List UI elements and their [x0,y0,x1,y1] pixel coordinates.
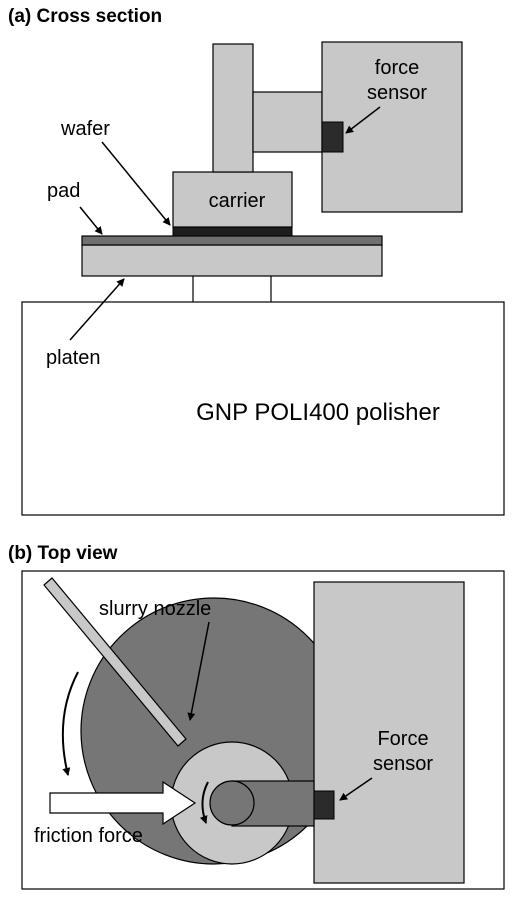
wafer-label: wafer [60,118,110,140]
carrier-hub [209,780,255,826]
friction-force-label: friction force [34,825,143,847]
wafer-arrow [101,141,171,226]
friction-force-arrow [49,780,197,826]
top-view-title: (b) Top view [8,543,118,564]
top-force-sensor-label-2: sensor [373,753,433,775]
force-sensor-top [313,790,335,820]
cross-section-title: (a) Cross section [8,6,162,27]
force-sensor-label-2: sensor [367,82,427,104]
sensor-housing-top [313,581,465,884]
pad-label: pad [47,180,80,202]
carrier-rotation-arrow [199,781,209,824]
pad [81,235,383,246]
platen-label: platen [46,347,101,369]
top-view-panel: (b) Top view slurry nozzle friction forc… [8,543,505,890]
force-sensor-label-1: force [375,57,419,79]
top-force-sensor-label-1: Force [377,728,428,750]
force-sensor [321,121,344,153]
polisher-label: GNP POLI400 polisher [196,399,440,426]
slurry-nozzle-label: slurry nozzle [99,598,211,620]
platen [81,244,383,277]
platen-rotation-arrow [61,671,79,776]
pad-arrow [79,206,103,235]
carrier-arm [252,91,323,153]
carrier-label: carrier [209,190,266,212]
cross-section-panel: (a) Cross section GNP POLI400 polisher c… [8,6,505,516]
slurry-nozzle-arrow [187,621,210,721]
polisher-base [21,301,505,516]
carrier-shaft [212,43,254,173]
top-force-sensor-arrow [339,777,373,801]
slurry-nozzle [43,577,187,747]
platen-arrow [69,278,125,341]
force-sensor-arrow [345,106,381,134]
wafer [172,226,293,237]
